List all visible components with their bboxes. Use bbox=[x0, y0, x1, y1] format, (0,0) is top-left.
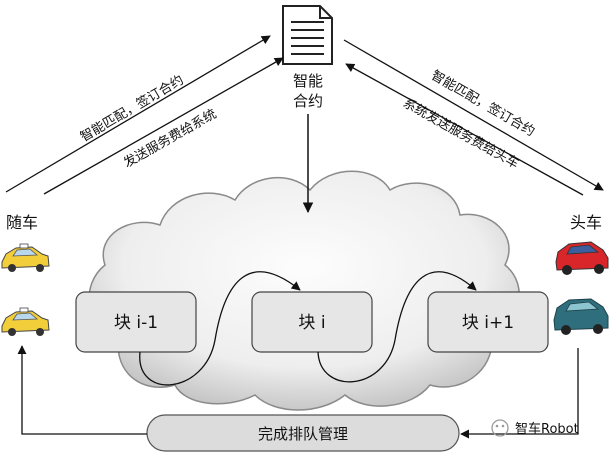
left-upper-arrow bbox=[5, 35, 271, 193]
right-lower-arrow bbox=[345, 63, 584, 196]
block-i-plus-1: 块 i+1 bbox=[427, 291, 549, 353]
chain-link-curve bbox=[139, 271, 301, 386]
left-lower-arrow bbox=[43, 57, 284, 195]
taxi-icon bbox=[1, 243, 50, 272]
red-car-icon bbox=[555, 241, 609, 275]
queue-management-label: 完成排队管理 bbox=[258, 425, 348, 443]
right-upper-arrow bbox=[343, 39, 604, 191]
block-i-minus-1: 块 i-1 bbox=[75, 291, 197, 353]
teal-car-icon bbox=[553, 298, 609, 335]
queue-management-bar: 完成排队管理 bbox=[146, 414, 460, 452]
watermark-text: 智车Robot bbox=[515, 421, 579, 437]
block-i-plus-1-label: 块 i+1 bbox=[462, 313, 514, 333]
document-icon bbox=[282, 5, 333, 65]
block-i-minus-1-label: 块 i-1 bbox=[114, 313, 158, 333]
contract-label-line2: 合约 bbox=[293, 92, 323, 110]
left-vehicle-label: 随车 bbox=[6, 213, 38, 232]
left-return-arrow bbox=[17, 345, 147, 435]
right-vehicle-label: 头车 bbox=[570, 213, 602, 232]
contract-label-line1: 智能 bbox=[293, 72, 323, 90]
block-i-label: 块 i bbox=[298, 313, 325, 333]
watermark: 智车Robot bbox=[491, 419, 579, 437]
cloud bbox=[88, 170, 520, 411]
block-i: 块 i bbox=[251, 291, 373, 353]
taxi-icon bbox=[1, 307, 50, 336]
right-return-arrow bbox=[460, 348, 579, 439]
chain-link-curve bbox=[317, 271, 477, 383]
